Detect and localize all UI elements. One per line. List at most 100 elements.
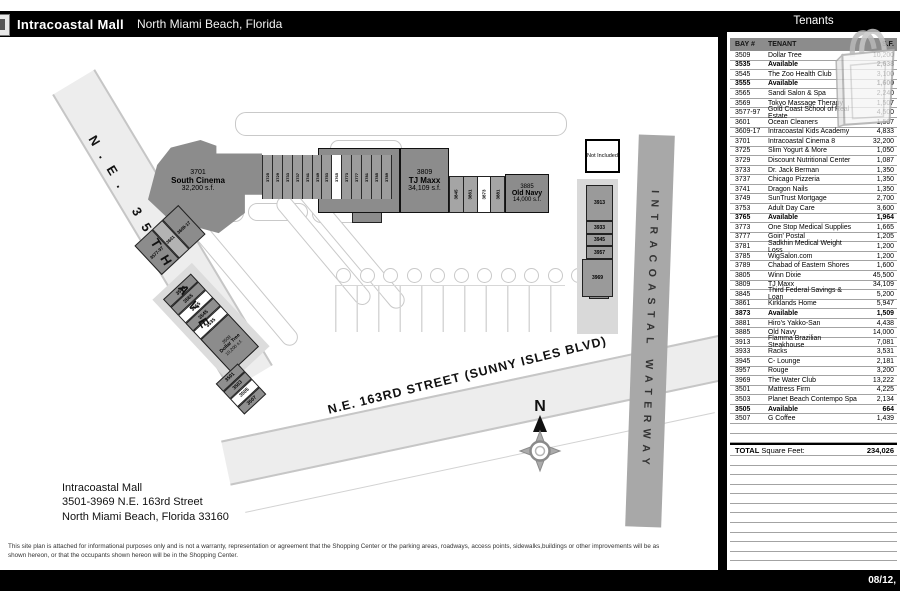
partial-logo — [0, 14, 10, 36]
tenant-sf: 3,200 — [876, 367, 894, 375]
map-bay: 3753 — [321, 155, 332, 199]
tenant-sf: 4,438 — [876, 319, 894, 327]
bay-number: 3509 — [735, 51, 751, 59]
disclaimer-text: This site plan is attached for informati… — [8, 543, 660, 560]
tenant-name: Hiro's Yakko-San — [768, 319, 821, 327]
tenant-name: Planet Beach Contempo Spa — [768, 396, 857, 404]
tenant-name: Intracoastal Cinema 8 — [768, 137, 836, 145]
empty-row — [730, 494, 897, 504]
tenant-sf: 1,350 — [876, 176, 894, 184]
building-name: South Cinema — [171, 175, 225, 185]
page-subtitle: North Miami Beach, Florida — [136, 17, 283, 31]
bay-number: 3569 — [735, 99, 751, 107]
bay-number: 3765 — [735, 214, 751, 222]
map-bay-label: 3957 — [593, 249, 606, 256]
tenant-name: Tokyo Massage Therapy — [768, 99, 843, 107]
map-bay: 3945 — [586, 234, 613, 246]
bay-number: 3873 — [735, 309, 751, 317]
tenant-name: Intracoastal Kids Academy — [768, 128, 850, 136]
tree-circles — [336, 268, 586, 284]
panel-divider — [718, 11, 727, 591]
building-name: TJ Maxx — [408, 176, 441, 185]
map-bay-label: 3725 — [264, 172, 270, 182]
tenant-sf: 13,222 — [872, 376, 894, 384]
tenant-name: Winn Dixie — [768, 271, 801, 279]
bay-number: 3773 — [735, 223, 751, 231]
bay-number: 3601 — [735, 118, 751, 126]
tree-circle — [547, 268, 563, 283]
map-bay-label: 3933 — [593, 224, 606, 231]
parking-stall-lines — [335, 285, 565, 332]
tenant-name: Rouge — [768, 367, 789, 375]
tenant-sf: 1,964 — [876, 214, 894, 222]
building-sf: 32,200 s.f. — [181, 184, 215, 192]
map-bay-label: 3873 — [481, 189, 487, 200]
bay-number: 3555 — [735, 80, 751, 88]
map-bay: 3729 — [271, 155, 282, 199]
map-bay-label: 3507 — [245, 394, 258, 407]
bay-number: 3885 — [520, 184, 534, 190]
map-bay: 3933 — [586, 221, 613, 234]
waterway-label: INTRACOASTAL WATERWAY — [639, 190, 661, 472]
map-bay-label: 3785 — [373, 172, 379, 182]
filler-above-total — [730, 424, 897, 444]
total-label-rest: Square Feet: — [759, 445, 805, 455]
bay-number: 3885 — [735, 329, 751, 337]
tenant-name: Dragon Nails — [768, 185, 808, 193]
plan-date: 08/12, — [868, 575, 896, 586]
map-bay: 3789 — [380, 155, 392, 199]
bay-number: 3535 — [735, 61, 751, 69]
map-bay-label: 3913 — [593, 200, 606, 206]
map-bay-label: 3789 — [383, 172, 389, 182]
tenant-row: 3885 Old Navy 14,000 — [730, 328, 897, 338]
column-sf: S.F. — [881, 41, 894, 48]
tenant-name: One Stop Medical Supplies — [768, 223, 852, 231]
tenant-sf: 34,109 — [872, 281, 894, 289]
bay-number: 3881 — [735, 319, 751, 327]
tenant-row: 3881 Hiro's Yakko-San 4,438 — [730, 319, 897, 329]
map-bay: 3733 — [281, 155, 292, 199]
tenants-panel-title: Tenants — [727, 11, 900, 32]
tenant-name: Old Navy — [768, 329, 797, 337]
map-bay-label: 3781 — [364, 172, 370, 182]
tree-circle — [524, 268, 539, 283]
tenant-name: The Zoo Health Club — [768, 70, 832, 78]
map-bay-label: 3609-17 — [176, 219, 192, 235]
map-bay: 3861 — [463, 176, 478, 213]
tenant-sf: 1,087 — [876, 156, 894, 164]
empty-row — [730, 485, 897, 495]
not-included-box: Not Included — [585, 139, 620, 173]
map-bay-label: 3601 — [165, 234, 177, 245]
tenant-name: Kirklands Home — [768, 300, 817, 308]
map-bay-label: 3733 — [284, 172, 290, 182]
tenant-name: SunTrust Mortgage — [768, 195, 827, 203]
tenant-sf: 14,000 — [872, 329, 894, 337]
map-bay-label: 3881 — [495, 189, 501, 200]
bay-number: 3781 — [735, 243, 751, 251]
building-name: Old Navy — [511, 190, 543, 197]
tree-circle — [477, 268, 492, 283]
map-bay: 3765 — [331, 155, 342, 199]
building-tj-maxx: 3809 TJ Maxx 34,109 s.f. — [400, 148, 449, 213]
tenant-sf: 4,225 — [876, 386, 894, 394]
tenant-sf: 1,600 — [876, 262, 894, 270]
site-plan: INTRACOASTAL WATERWAY 3701 South Cinema … — [0, 37, 718, 570]
bay-number: 3701 — [190, 168, 206, 176]
address-block: Intracoastal Mall 3501-3969 N.E. 163rd S… — [62, 481, 229, 524]
shopping-bag-icon — [835, 28, 895, 128]
tenant-sf: 45,500 — [872, 271, 894, 279]
header-bar: Intracoastal Mall North Miami Beach, Flo… — [0, 11, 718, 37]
empty-row — [730, 466, 897, 476]
